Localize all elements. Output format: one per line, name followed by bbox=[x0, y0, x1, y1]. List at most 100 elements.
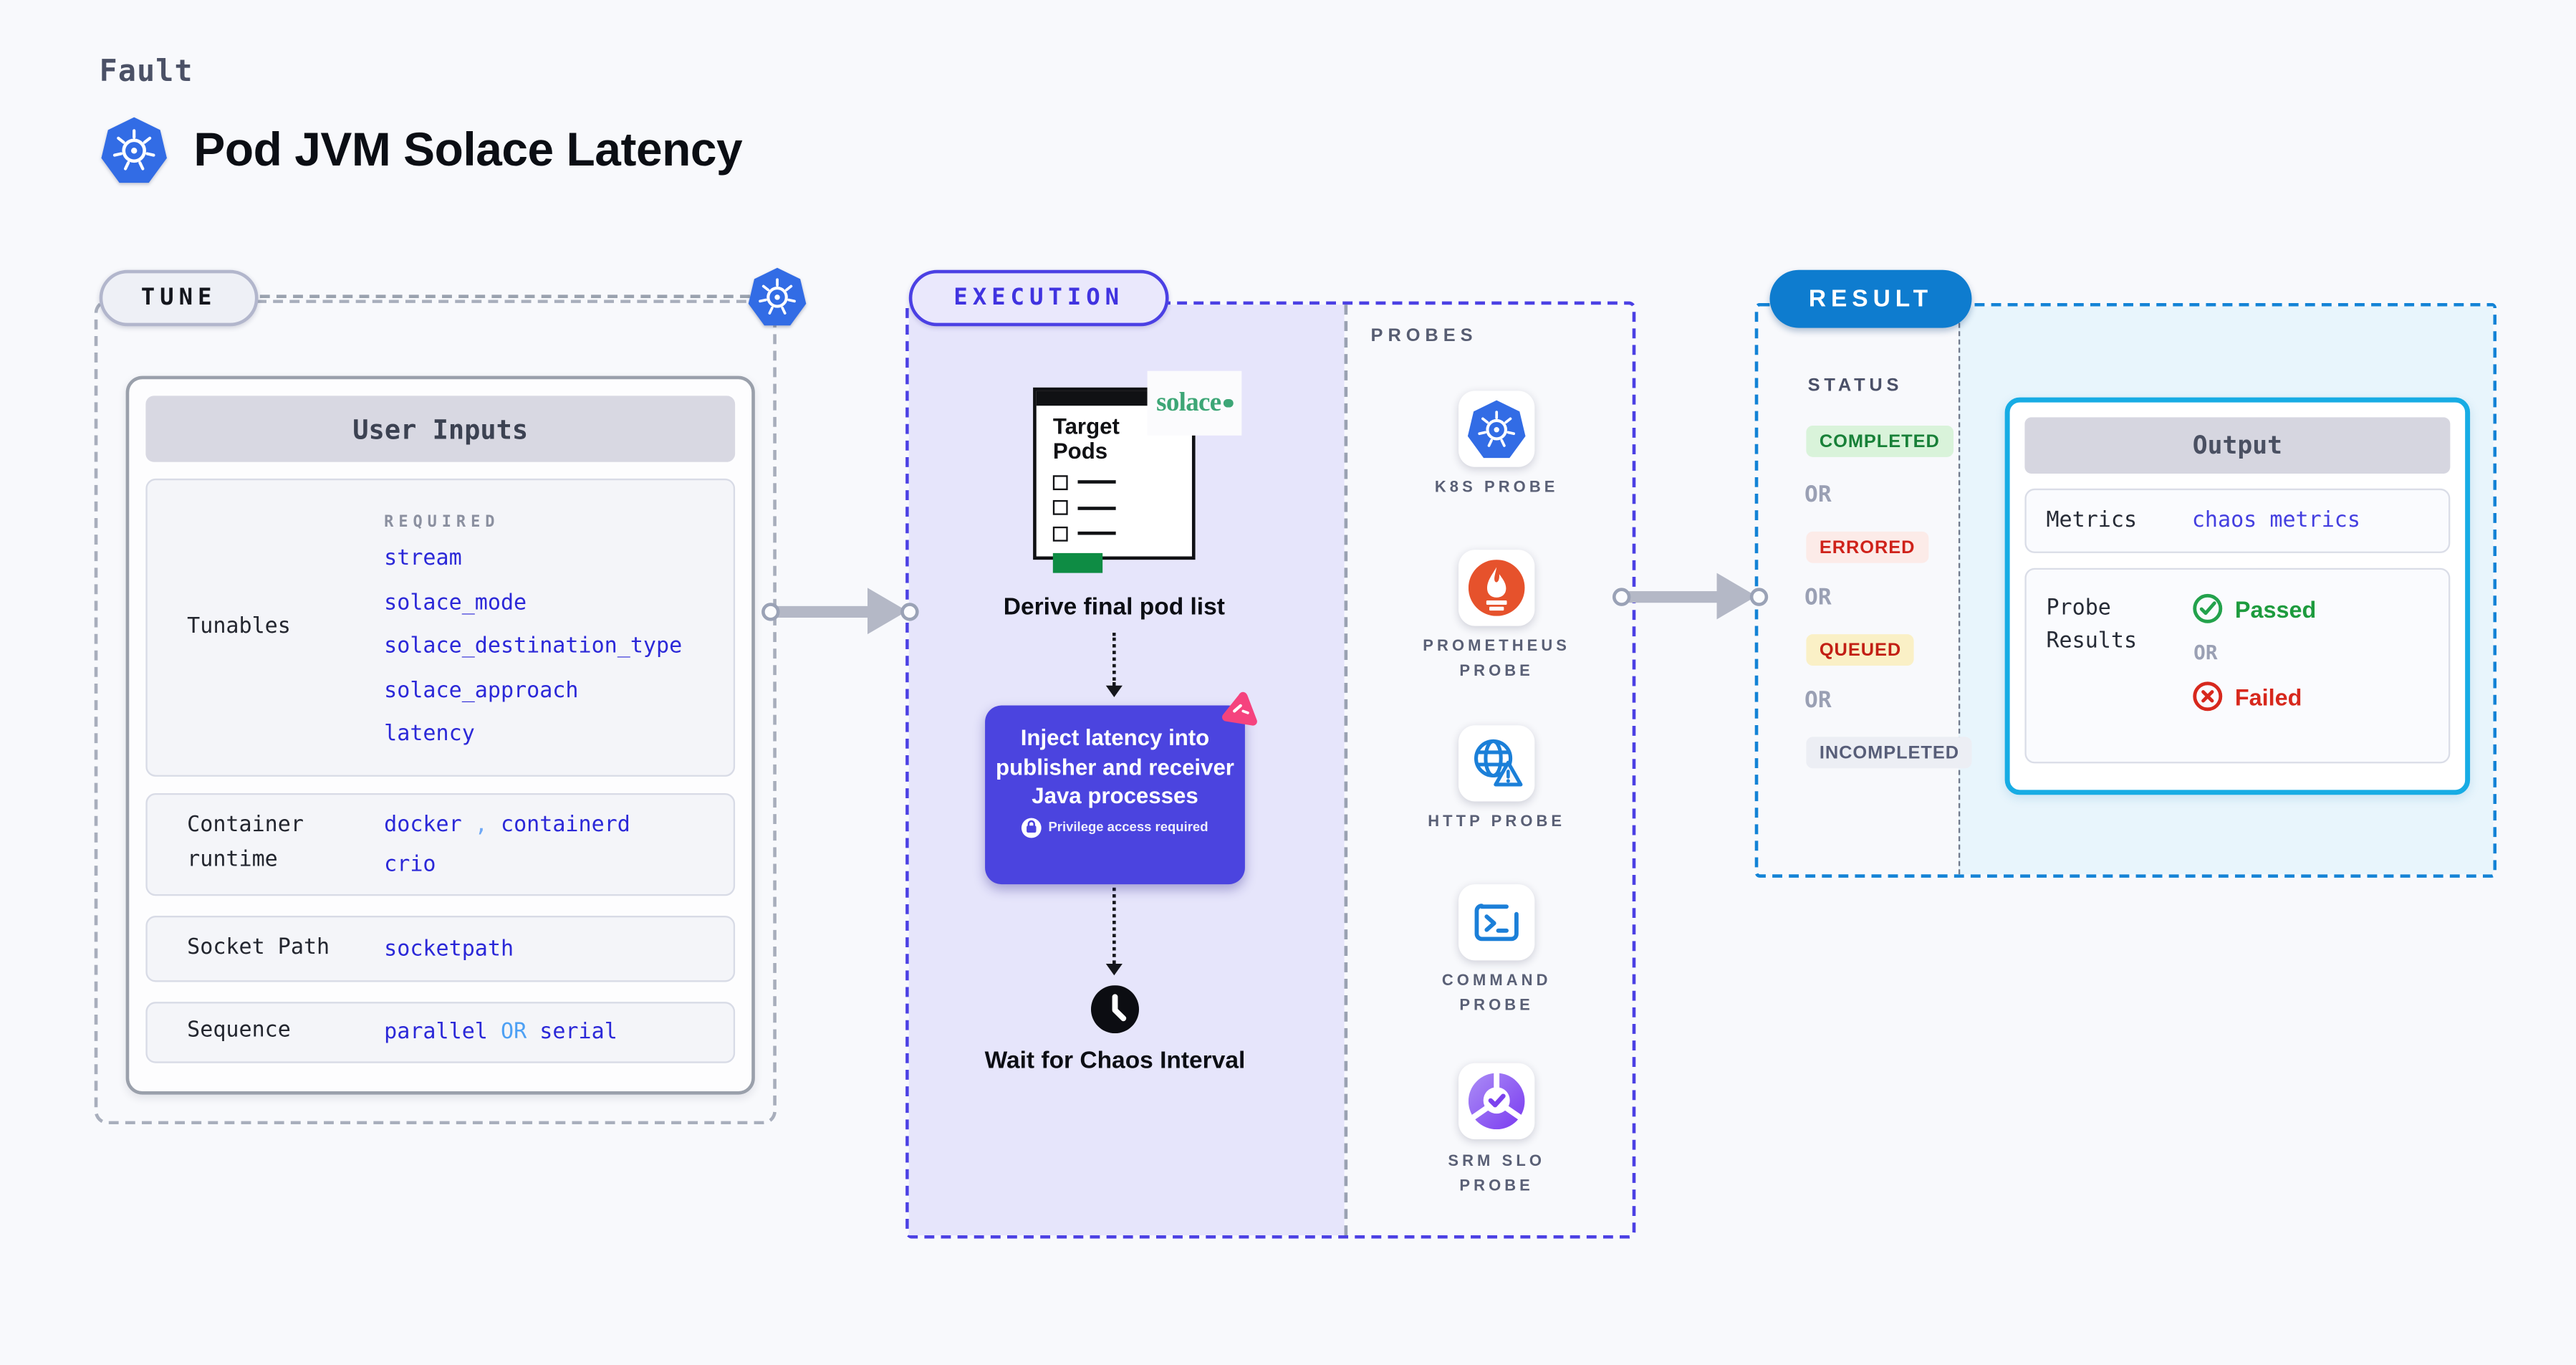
kubernetes-icon bbox=[1467, 399, 1526, 458]
metrics-value: chaos metrics bbox=[2191, 508, 2360, 534]
passed-line: Passed bbox=[2192, 593, 2448, 624]
kubernetes-icon bbox=[101, 117, 167, 183]
probe-results-or: OR bbox=[2193, 641, 2218, 664]
status-badge-completed: COMPLETED bbox=[1806, 425, 1953, 457]
x-circle-icon bbox=[2193, 681, 2223, 712]
solace-logo: solace bbox=[1147, 370, 1242, 436]
sequence-value: parallel OR serial bbox=[384, 1020, 617, 1045]
user-inputs-card: User Inputs Tunables REQUIRED stream sol… bbox=[125, 375, 755, 1095]
srm-slo-probe-card bbox=[1458, 1063, 1535, 1140]
user-inputs-header: User Inputs bbox=[145, 396, 736, 462]
probe-label: HTTP PROBE bbox=[1428, 813, 1566, 832]
arrow-head bbox=[867, 588, 908, 635]
status-or: OR bbox=[1804, 584, 1832, 611]
dotted-connector bbox=[1111, 632, 1115, 686]
k8s-probe-card bbox=[1458, 391, 1535, 467]
page-title: Pod JVM Solace Latency bbox=[193, 123, 743, 177]
arrow-head bbox=[1716, 573, 1757, 620]
status-badge-queued: QUEUED bbox=[1806, 634, 1915, 666]
execution-section-box: Target Pods solace Derive final pod list… bbox=[905, 301, 1636, 1239]
arrow-start-node bbox=[1612, 587, 1631, 605]
wait-chaos-interval-step: Wait for Chaos Interval bbox=[984, 1048, 1246, 1075]
command-probe-card bbox=[1458, 884, 1535, 961]
probes-divider bbox=[1344, 305, 1348, 1236]
inject-latency-step: Inject latency into publisher and receiv… bbox=[985, 705, 1245, 885]
probe-results-values: Passed OR Failed bbox=[2192, 593, 2448, 712]
lock-icon bbox=[1022, 817, 1042, 838]
flow-arrow-tune-to-execution bbox=[761, 588, 919, 635]
privilege-note: Privilege access required bbox=[995, 817, 1235, 838]
arrow-end-node bbox=[900, 602, 919, 621]
tune-dashed-connector bbox=[259, 294, 750, 298]
tunables-label: Tunables bbox=[187, 613, 291, 639]
checkbox-icon bbox=[1052, 500, 1068, 516]
tunable-value: stream bbox=[384, 546, 462, 572]
status-badge-incompleted: INCOMPLETED bbox=[1806, 737, 1973, 769]
result-section-box: STATUS COMPLETED OR ERRORED OR QUEUED OR… bbox=[1754, 302, 2497, 878]
tunable-value: solace_destination_type bbox=[384, 634, 683, 659]
execution-badge: EXECUTION bbox=[908, 269, 1169, 327]
socket-path-label: Socket Path bbox=[187, 934, 330, 960]
kubernetes-icon bbox=[748, 267, 807, 326]
container-runtime-label: Container runtime bbox=[187, 813, 304, 873]
checkbox-icon bbox=[1052, 526, 1068, 542]
container-runtime-values: docker , containerd crio bbox=[384, 812, 630, 877]
fault-eyebrow: Fault bbox=[99, 54, 193, 90]
terminal-icon bbox=[1474, 904, 1519, 942]
result-badge: RESULT bbox=[1769, 269, 1972, 328]
prometheus-icon bbox=[1468, 560, 1525, 616]
failed-line: Failed bbox=[2192, 681, 2448, 712]
solace-dot bbox=[1223, 398, 1233, 408]
http-probe-card bbox=[1458, 725, 1535, 802]
arrow-end-node bbox=[1749, 587, 1769, 605]
pod-list-item bbox=[1052, 526, 1192, 542]
dotted-connector bbox=[1111, 887, 1115, 964]
target-pods-title: Target Pods bbox=[1052, 413, 1120, 464]
required-label: REQUIRED bbox=[384, 513, 500, 532]
http-globe-warning-icon bbox=[1473, 739, 1522, 787]
probe-label: PROMETHEUS PROBE bbox=[1423, 637, 1571, 681]
status-output-divider bbox=[1958, 306, 1961, 875]
container-runtime-row: Container runtime docker , containerd cr… bbox=[145, 792, 736, 896]
socket-path-row: Socket Path socketpath bbox=[145, 916, 736, 982]
probe-label: SRM SLO PROBE bbox=[1448, 1152, 1546, 1195]
pod-list-item bbox=[1052, 474, 1192, 490]
chaos-pink-icon bbox=[1222, 691, 1257, 726]
arrow-start-node bbox=[761, 602, 780, 621]
tunables-row: Tunables REQUIRED stream solace_mode sol… bbox=[145, 478, 736, 777]
connector-arrowhead bbox=[1105, 685, 1123, 697]
tunable-value: solace_approach bbox=[384, 678, 579, 704]
probe-label: K8S PROBE bbox=[1434, 478, 1559, 497]
prometheus-probe-card bbox=[1458, 550, 1535, 626]
checkbox-icon bbox=[1052, 474, 1068, 490]
tune-section-box bbox=[94, 300, 777, 1125]
status-heading: STATUS bbox=[1807, 375, 1903, 396]
tunables-values: REQUIRED stream solace_mode solace_desti… bbox=[384, 480, 734, 775]
progress-bar bbox=[1052, 552, 1103, 573]
output-header: Output bbox=[2024, 417, 2451, 474]
slo-pie-check-icon bbox=[1468, 1073, 1525, 1130]
status-or: OR bbox=[1804, 482, 1832, 509]
socket-path-value: socketpath bbox=[384, 936, 514, 962]
probes-heading: PROBES bbox=[1370, 326, 1478, 347]
status-or: OR bbox=[1804, 687, 1832, 714]
status-badge-errored: ERRORED bbox=[1806, 531, 1928, 563]
check-circle-icon bbox=[2193, 593, 2223, 623]
metrics-row: Metrics chaos metrics bbox=[2024, 488, 2451, 553]
tunable-value: latency bbox=[384, 722, 475, 747]
derive-pod-list-step: Derive final pod list bbox=[1003, 594, 1225, 621]
output-card: Output Metrics chaos metrics Probe Resul… bbox=[2004, 397, 2471, 795]
connector-arrowhead bbox=[1105, 964, 1123, 976]
probe-results-row: Probe Results Passed OR bbox=[2024, 567, 2451, 764]
probe-results-label: Probe Results bbox=[2046, 595, 2138, 655]
sequence-row: Sequence parallel OR serial bbox=[145, 1002, 736, 1063]
metrics-label: Metrics bbox=[2046, 508, 2138, 534]
tune-badge: TUNE bbox=[99, 269, 259, 327]
pod-list-item bbox=[1052, 500, 1192, 516]
probe-label: COMMAND PROBE bbox=[1441, 972, 1552, 1015]
flow-arrow-execution-to-result bbox=[1612, 573, 1769, 620]
title-row: Pod JVM Solace Latency bbox=[100, 116, 743, 186]
sequence-label: Sequence bbox=[187, 1018, 291, 1044]
clock-icon bbox=[1090, 985, 1140, 1034]
